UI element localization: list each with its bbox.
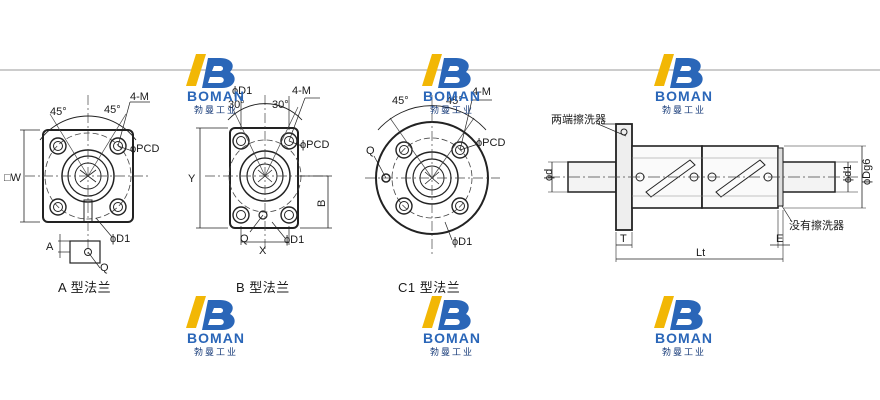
watermark-tagline: 勃曼工业 bbox=[430, 104, 474, 116]
watermark-tagline: 勃曼工业 bbox=[662, 104, 706, 116]
width-label: □W bbox=[4, 172, 22, 184]
watermark-brand: BOMAN bbox=[423, 330, 481, 346]
y-label: Y bbox=[188, 173, 196, 185]
wiper-none-label: 没有擦洗器 bbox=[789, 218, 844, 232]
flange-b-drawing: ϕD1 30° 30° 4-M ϕPCD Y B ϕD1 Q X bbox=[188, 85, 332, 257]
shaft-d-label: ϕd bbox=[543, 169, 555, 181]
angle-left-label: 45° bbox=[392, 95, 409, 107]
angle-left-label: 45° bbox=[50, 106, 67, 118]
flange-c1-caption: C1 型法兰 bbox=[398, 280, 461, 295]
flange-a-caption: A 型法兰 bbox=[58, 280, 112, 295]
d1-top-label: ϕD1 bbox=[232, 85, 252, 97]
lt-label: Lt bbox=[696, 247, 705, 259]
q-label: Q bbox=[366, 145, 375, 157]
q-label: Q bbox=[100, 262, 109, 274]
flange-c1-drawing: 45° 45° 4-M ϕPCD Q ϕD1 bbox=[365, 86, 505, 255]
watermark-brand: BOMAN bbox=[655, 330, 713, 346]
holes-label: 4-M bbox=[472, 86, 491, 98]
holes-label: 4-M bbox=[130, 91, 149, 103]
dg6-label: ϕDg6 bbox=[861, 159, 873, 185]
q-label: Q bbox=[240, 233, 249, 245]
side-view-drawing: 两端擦洗器 没有擦洗器 ϕd ϕd1 ϕDg6 T Lt E bbox=[543, 112, 873, 262]
angle-left-label: 30° bbox=[228, 99, 245, 111]
t-label: T bbox=[620, 233, 627, 245]
watermark-brand: BOMAN bbox=[655, 88, 713, 104]
wiper-both-label: 两端擦洗器 bbox=[551, 112, 606, 126]
d1-label: ϕD1 bbox=[284, 234, 304, 246]
pcd-label: ϕPCD bbox=[130, 143, 159, 155]
d1-label: ϕd1 bbox=[842, 165, 854, 183]
watermark-tagline: 勃曼工业 bbox=[430, 346, 474, 358]
a-label: A bbox=[46, 241, 54, 253]
d1-label: ϕD1 bbox=[452, 236, 472, 248]
watermark-brand: BOMAN bbox=[187, 88, 245, 104]
d1-label: ϕD1 bbox=[110, 233, 130, 245]
watermark-tagline: 勃曼工业 bbox=[662, 346, 706, 358]
watermark-brand: BOMAN bbox=[423, 88, 481, 104]
angle-right-label: 30° bbox=[272, 99, 289, 111]
flange-b-caption: B 型法兰 bbox=[236, 280, 290, 295]
angle-right-label: 45° bbox=[446, 95, 463, 107]
flange-a-drawing: 45° 45° 4-M ϕPCD □W ϕD1 A Q bbox=[4, 91, 159, 274]
pcd-label: ϕPCD bbox=[300, 139, 329, 151]
e-label: E bbox=[776, 233, 783, 245]
b-label: B bbox=[316, 200, 328, 207]
watermark-brand: BOMAN bbox=[187, 330, 245, 346]
pcd-label: ϕPCD bbox=[476, 137, 505, 149]
angle-right-label: 45° bbox=[104, 104, 121, 116]
watermark-tagline: 勃曼工业 bbox=[194, 104, 238, 116]
holes-label: 4-M bbox=[292, 85, 311, 97]
watermark-tagline: 勃曼工业 bbox=[194, 346, 238, 358]
x-label: X bbox=[259, 245, 267, 257]
